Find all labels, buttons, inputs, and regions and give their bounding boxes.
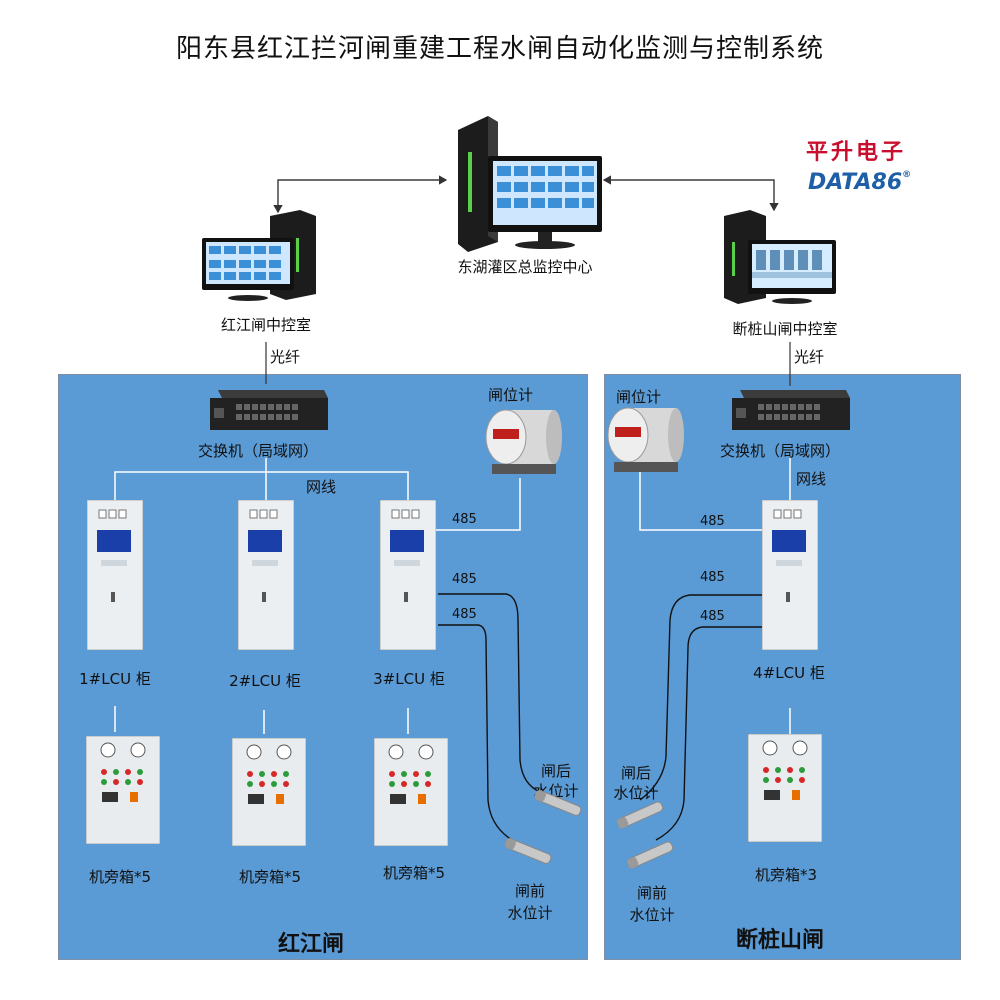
local-box-label-1: 机旁箱*5 (88, 868, 152, 886)
sensor-probe-icon (626, 841, 674, 869)
rs485-label: 485 (700, 514, 725, 529)
duanzhuang-switch (730, 388, 852, 436)
rs485-label: 485 (452, 607, 477, 622)
local-box-label-2: 机旁箱*5 (238, 868, 302, 886)
sensor-probe-icon (534, 790, 582, 816)
cabinet-icon (86, 499, 144, 651)
duanzhuang-gate-meter (604, 406, 686, 476)
hongjiang-gate-meter (482, 408, 564, 478)
front-level-label-2: 水位计 (507, 904, 553, 922)
lcu-cabinet-1 (86, 499, 144, 651)
control-box-icon (85, 735, 161, 845)
duanzhuang-workstation (720, 206, 840, 306)
lcu-label-3: 3#LCU 柜 (373, 670, 445, 688)
front-water-level-sensor (500, 836, 556, 866)
lcu-label-1: 1#LCU 柜 (79, 670, 151, 688)
fiber-label-left: 光纤 (270, 348, 301, 366)
local-box-4 (747, 733, 823, 843)
control-box-icon (373, 737, 449, 847)
sensor-probe-icon (504, 838, 552, 864)
gate-meter-icon (485, 409, 562, 474)
hongjiang-room-label: 红江闸中控室 (220, 316, 311, 334)
dz-front-water-level-sensor (622, 840, 678, 870)
duanzhuang-net-label: 网线 (796, 470, 827, 488)
rs485-label: 485 (452, 572, 477, 587)
cabinet-icon (761, 499, 819, 651)
brand-name: DATA86 (808, 170, 903, 195)
hongjiang-gate-meter-label: 闸位计 (488, 386, 534, 404)
sensor-probe-icon (616, 801, 664, 829)
central-workstation (448, 112, 608, 252)
link-right-to-center (602, 175, 779, 212)
dz-front-level-label-2: 水位计 (629, 906, 675, 924)
monitor-icon (458, 116, 602, 252)
cabinet-icon (237, 499, 295, 651)
lcu-cabinet-2 (237, 499, 295, 651)
center-label: 东湖灌区总监控中心 (457, 258, 593, 276)
switch-icon (732, 390, 850, 430)
dz-rear-water-level-sensor (612, 800, 668, 830)
hongjiang-name: 红江闸 (278, 932, 345, 957)
local-box-label-3: 机旁箱*5 (382, 864, 446, 882)
hongjiang-switch-label: 交换机（局域网） (198, 442, 319, 460)
gate-meter-icon (607, 407, 684, 472)
local-box-3 (373, 737, 449, 847)
rear-level-label-1: 闸后 (540, 762, 571, 780)
page-title: 阳东县红江拦河闸重建工程水闸自动化监测与控制系统 (175, 34, 824, 64)
link-left-to-center (273, 175, 448, 214)
monitor-icon (202, 210, 316, 301)
brand-logo-en: DATA86® (808, 170, 911, 195)
hongjiang-workstation (200, 208, 320, 303)
duanzhuang-name: 断桩山闸 (736, 928, 825, 953)
rs485-label: 485 (700, 609, 725, 624)
local-box-2 (231, 737, 307, 847)
fiber-label-right: 光纤 (794, 348, 825, 366)
monitor-icon (724, 210, 836, 304)
dz-front-level-label-1: 闸前 (636, 884, 667, 902)
switch-icon (210, 390, 328, 430)
duanzhuang-room-label: 断桩山闸中控室 (732, 320, 838, 338)
lcu-cabinet-4 (761, 499, 819, 651)
hongjiang-switch (208, 388, 330, 436)
duanzhuang-gate-meter-label: 闸位计 (616, 388, 662, 406)
rear-water-level-sensor (530, 788, 586, 818)
local-box-1 (85, 735, 161, 845)
duanzhuang-switch-label: 交换机（局域网） (720, 442, 841, 460)
front-level-label-1: 闸前 (514, 882, 545, 900)
control-box-icon (231, 737, 307, 847)
registered-mark: ® (902, 170, 912, 180)
lcu-label-4: 4#LCU 柜 (753, 664, 825, 682)
lcu-cabinet-3 (379, 499, 437, 651)
brand-logo-cn: 平升电子 (806, 139, 907, 165)
dz-rear-level-label-1: 闸后 (620, 764, 651, 782)
rs485-label: 485 (700, 570, 725, 585)
cabinet-icon (379, 499, 437, 651)
rs485-label: 485 (452, 512, 477, 527)
local-box-label-4: 机旁箱*3 (754, 866, 818, 884)
control-box-icon (747, 733, 823, 843)
lcu-label-2: 2#LCU 柜 (229, 672, 301, 690)
hongjiang-net-label: 网线 (306, 478, 337, 496)
dz-rear-level-label-2: 水位计 (613, 784, 659, 802)
